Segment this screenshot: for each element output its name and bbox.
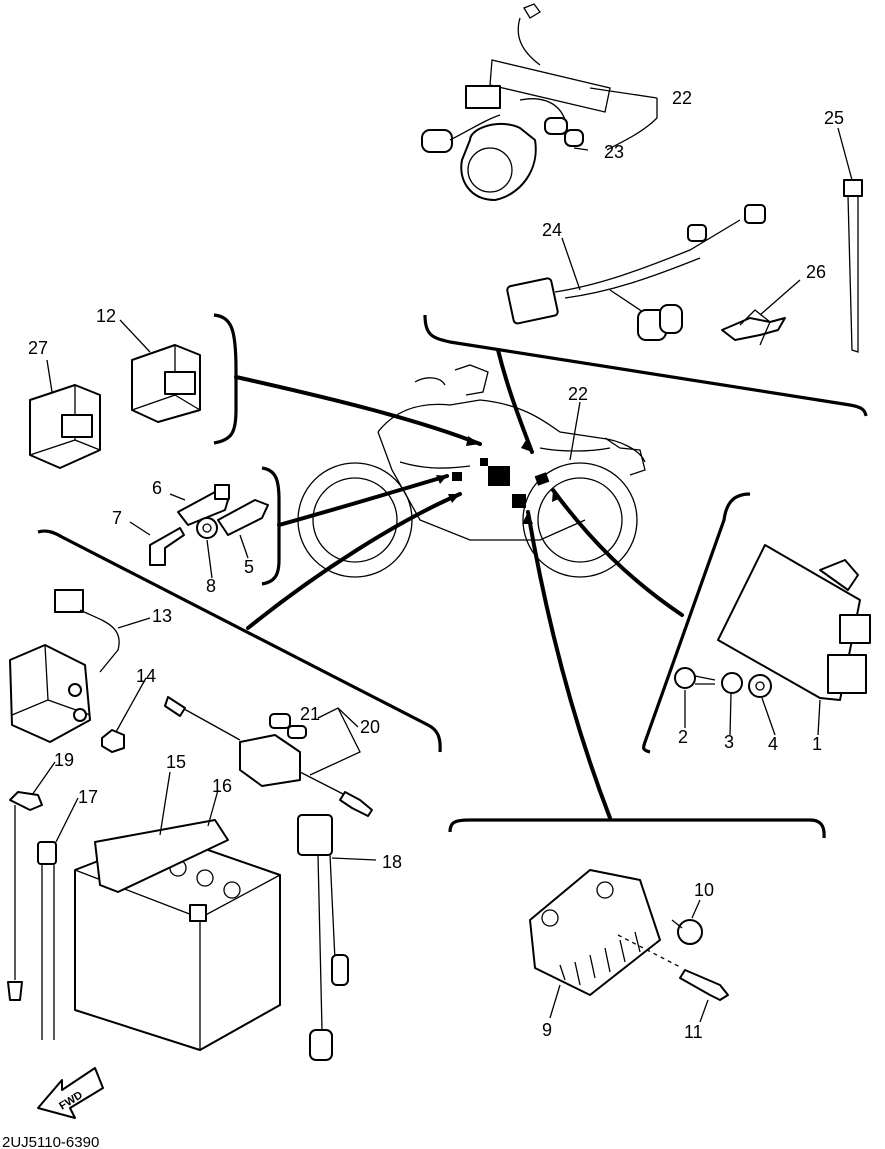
callout-9: 9 [542,1020,552,1040]
callout-5: 5 [244,557,254,577]
callout-11: 11 [684,1022,703,1042]
battery-band-16 [94,819,229,893]
switch-6 [177,484,230,526]
lead-19 [7,791,43,1001]
ecu-1 [717,544,871,701]
callout-23: 23 [604,142,624,162]
relay-12 [131,344,201,423]
bracket-relays [213,313,238,445]
lead-18 [297,814,349,1061]
arrowhead-sensors [436,475,447,484]
callout-16: 16 [212,776,232,796]
callout-13: 13 [152,606,172,626]
harness-22-top [421,3,611,201]
cable-tie-25 [843,179,863,353]
bracket-left [37,529,442,753]
callout-22-top: 22 [672,88,692,108]
bracket-7 [149,527,185,566]
callout-8: 8 [206,576,216,596]
callout-24: 24 [542,220,562,240]
arrowhead-regulator [522,512,533,524]
harness-24 [506,204,766,341]
callout-7: 7 [112,508,122,528]
arrowhead-left [448,494,460,503]
callout-1: 1 [812,734,822,754]
callout-15: 15 [166,752,186,772]
clamp-26 [721,309,786,346]
callout-17: 17 [78,787,98,807]
leader-left-group [246,492,462,630]
bracket-regulator [448,818,826,839]
motorcycle-silhouette [297,364,646,578]
relay-27 [29,384,101,469]
switch-5 [217,499,269,536]
switch-20 [164,696,373,817]
callout-12: 12 [96,306,116,326]
regulator-9 [529,869,661,996]
bolt-10 [671,919,703,945]
nut-14 [101,729,125,753]
starter-relay-13 [9,589,120,743]
callout-2: 2 [678,727,688,747]
callout-21: 21 [300,704,320,724]
leader-ecu [551,488,684,617]
arrowhead-relays [466,436,480,446]
fuse-21 [269,713,307,739]
fwd-arrow: FWD [37,1067,104,1119]
bolt-11 [617,934,729,1001]
bracket-sensors [261,466,281,586]
callout-4: 4 [768,734,778,754]
callout-18: 18 [382,852,402,872]
callout-22-center: 22 [568,384,588,404]
callout-25: 25 [824,108,844,128]
bracket-ecu [642,492,751,754]
arrowhead-ecu [552,490,561,502]
callout-10: 10 [694,880,714,900]
ecu-location-marker [488,466,510,486]
callout-20: 20 [360,717,380,737]
leader-relays [234,375,482,446]
washer-8 [196,517,218,539]
pipe-17 [37,841,57,1040]
screw-2 [674,667,716,689]
washer-3 [721,672,743,694]
callout-leaders [31,87,853,1023]
callout-6: 6 [152,478,162,498]
bracket-top-right [423,314,868,417]
callout-27: 27 [28,338,48,358]
diagram-code: 2UJ5110-6390 [2,1134,99,1149]
arrowhead-top [521,440,532,452]
callout-26: 26 [806,262,826,282]
callout-3: 3 [724,732,734,752]
leader-top-group [496,348,534,454]
leader-sensors [277,474,449,527]
washer-4 [748,674,772,698]
leader-regulator [526,510,612,820]
callout-14: 14 [136,666,156,686]
callout-19: 19 [54,750,74,770]
